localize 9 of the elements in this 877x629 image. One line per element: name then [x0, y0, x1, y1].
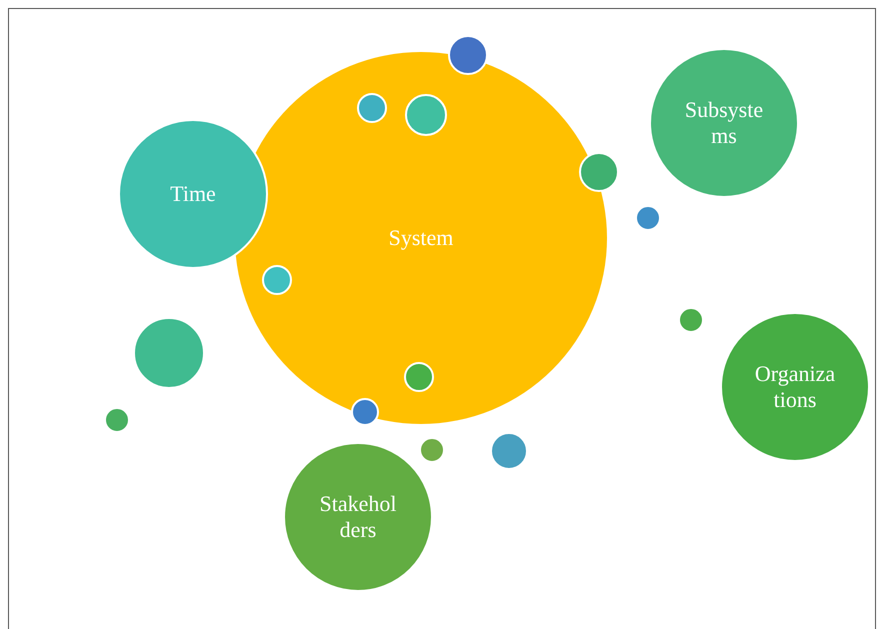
small-bubble: [404, 362, 434, 392]
small-bubble: [405, 94, 447, 136]
bubble-label: Stakeholders: [318, 491, 398, 543]
bubble-label: Time: [170, 181, 216, 207]
bubble-label: Subsystems: [684, 97, 764, 149]
small-bubble: [262, 265, 292, 295]
bubble-label: System: [388, 225, 454, 251]
bubble-label: Organizations: [754, 361, 836, 413]
small-bubble: [357, 93, 387, 123]
